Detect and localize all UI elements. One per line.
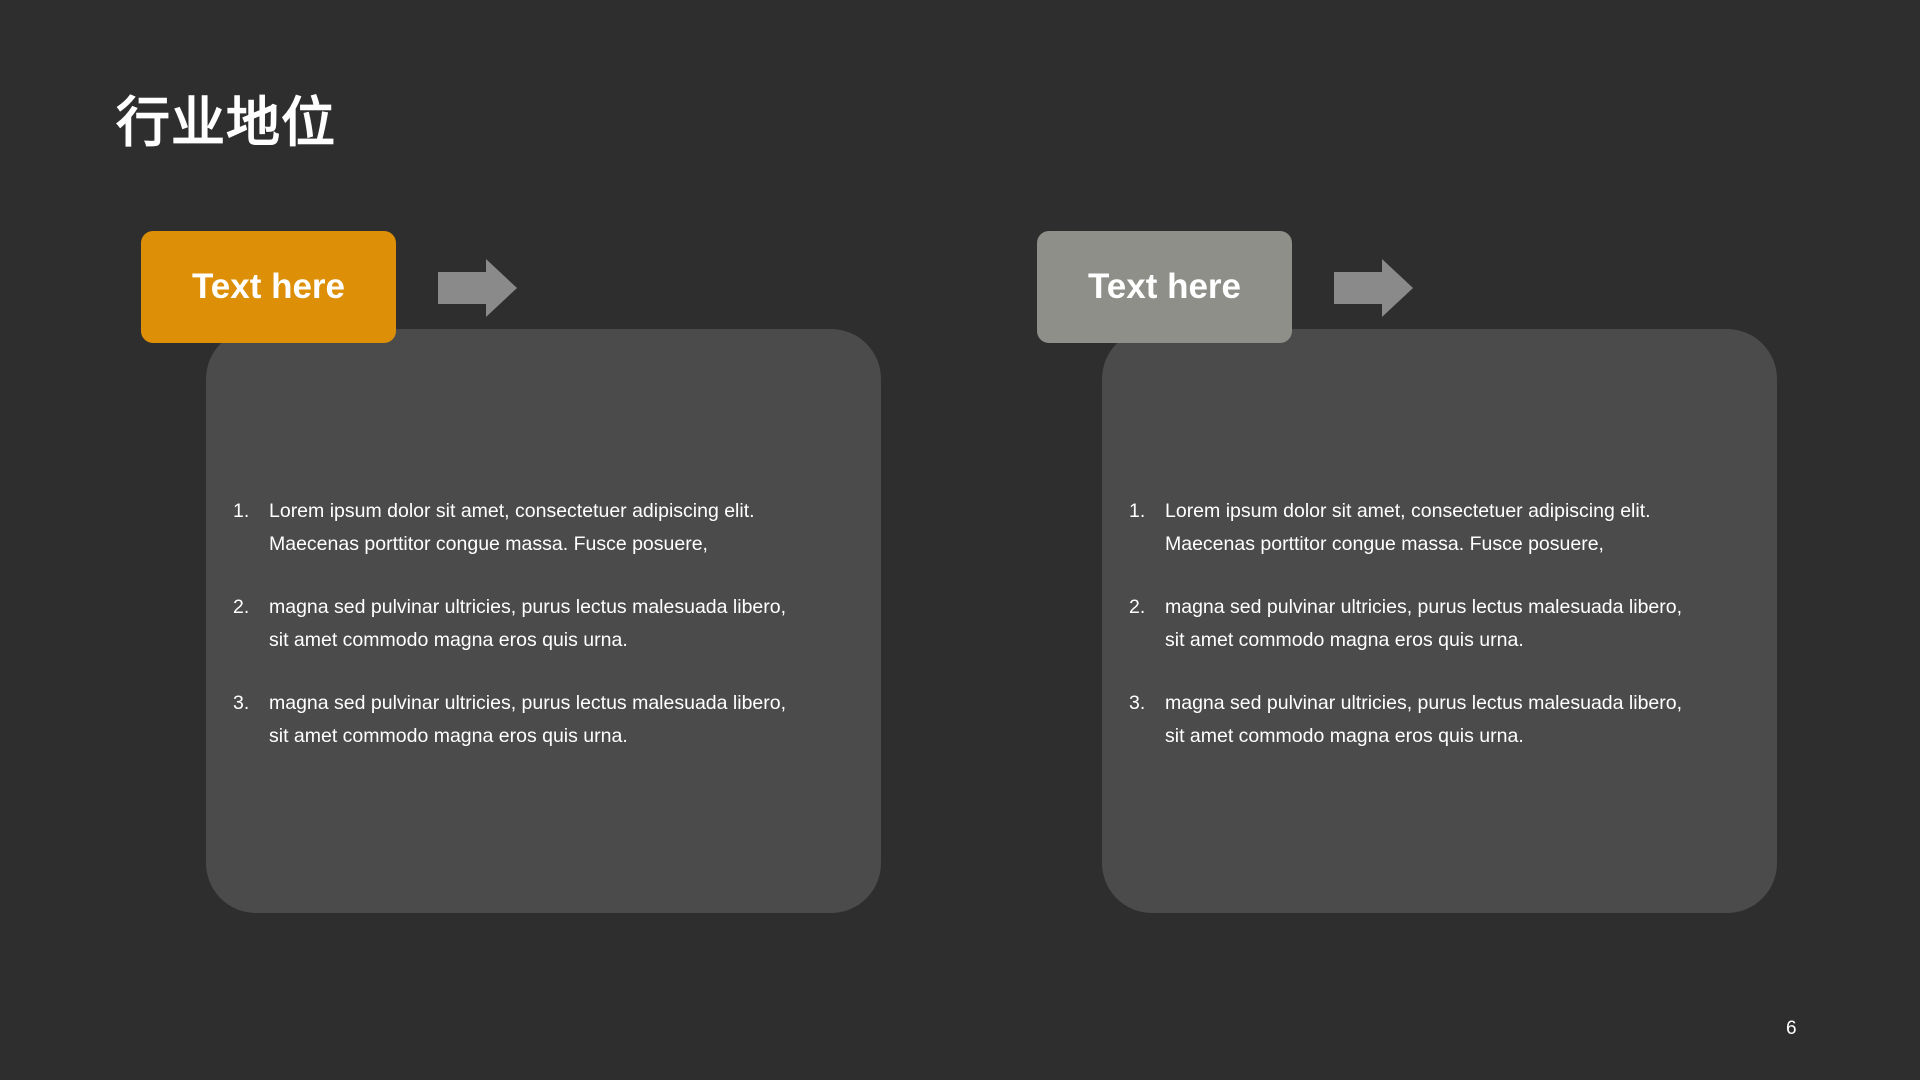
bullet-list: 1. Lorem ipsum dolor sit amet, consectet… bbox=[233, 495, 853, 783]
list-line: sit amet commodo magna eros quis urna. bbox=[1165, 629, 1524, 651]
list-line: sit amet commodo magna eros quis urna. bbox=[1165, 725, 1524, 747]
card-label-box: Text here bbox=[141, 231, 396, 343]
right-arrow-icon bbox=[1334, 259, 1413, 317]
bullet-list: 1. Lorem ipsum dolor sit amet, consectet… bbox=[1129, 495, 1749, 783]
list-number: 2. bbox=[1129, 596, 1146, 618]
list-line: Maecenas porttitor congue massa. Fusce p… bbox=[1165, 533, 1604, 555]
list-number: 1. bbox=[1129, 500, 1146, 522]
list-line: sit amet commodo magna eros quis urna. bbox=[269, 629, 628, 651]
list-number: 2. bbox=[233, 596, 250, 618]
list-line: magna sed pulvinar ultricies, purus lect… bbox=[269, 596, 787, 618]
page-number: 6 bbox=[1786, 1018, 1797, 1039]
card-left: Text here 1. Lorem ipsum dolor sit amet,… bbox=[141, 231, 961, 913]
list-item: 2. magna sed pulvinar ultricies, purus l… bbox=[1129, 591, 1749, 657]
content-panel bbox=[1102, 329, 1777, 913]
list-line: magna sed pulvinar ultricies, purus lect… bbox=[269, 692, 787, 714]
list-number: 3. bbox=[233, 692, 250, 714]
card-label: Text here bbox=[191, 267, 346, 306]
list-item: 1. Lorem ipsum dolor sit amet, consectet… bbox=[233, 495, 853, 561]
slide-title: 行业地位 bbox=[116, 91, 336, 154]
list-line: magna sed pulvinar ultricies, purus lect… bbox=[1165, 596, 1683, 618]
list-line: magna sed pulvinar ultricies, purus lect… bbox=[1165, 692, 1683, 714]
card-label: Text here bbox=[1087, 267, 1242, 306]
list-item: 3. magna sed pulvinar ultricies, purus l… bbox=[1129, 687, 1749, 753]
list-line: Lorem ipsum dolor sit amet, consectetuer… bbox=[1165, 500, 1651, 522]
list-line: Maecenas porttitor congue massa. Fusce p… bbox=[269, 533, 708, 555]
list-number: 1. bbox=[233, 500, 250, 522]
list-item: 1. Lorem ipsum dolor sit amet, consectet… bbox=[1129, 495, 1749, 561]
right-arrow-icon bbox=[438, 259, 517, 317]
list-line: Lorem ipsum dolor sit amet, consectetuer… bbox=[269, 500, 755, 522]
list-item: 3. magna sed pulvinar ultricies, purus l… bbox=[233, 687, 853, 753]
content-panel bbox=[206, 329, 881, 913]
list-number: 3. bbox=[1129, 692, 1146, 714]
list-item: 2. magna sed pulvinar ultricies, purus l… bbox=[233, 591, 853, 657]
card-label-box: Text here bbox=[1037, 231, 1292, 343]
list-line: sit amet commodo magna eros quis urna. bbox=[269, 725, 628, 747]
card-right: Text here 1. Lorem ipsum dolor sit amet,… bbox=[1037, 231, 1857, 913]
